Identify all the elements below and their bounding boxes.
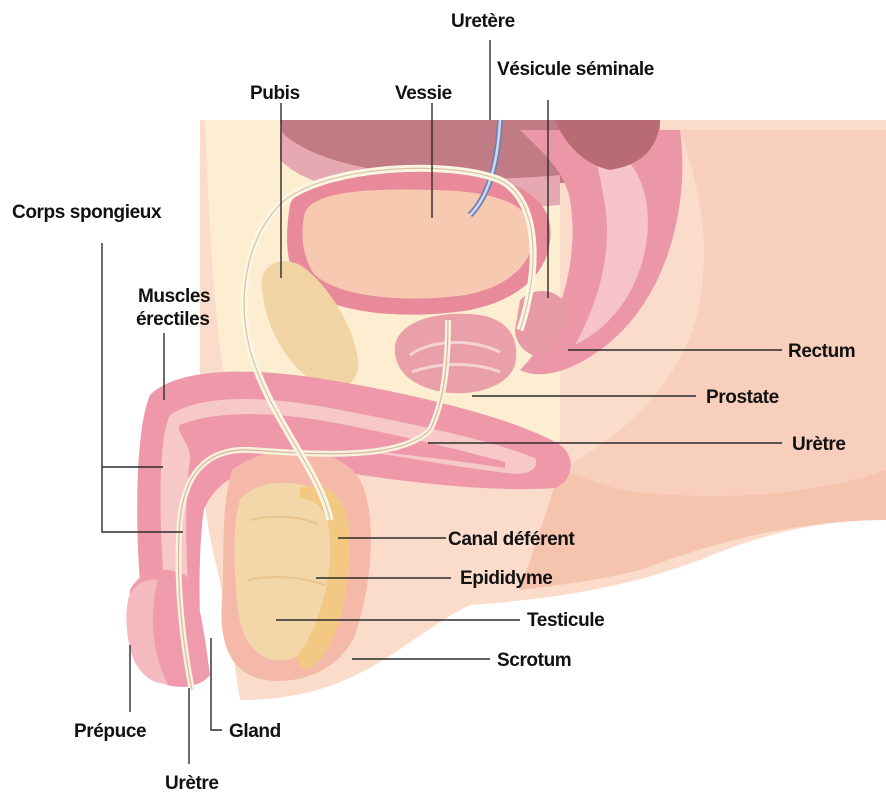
bladder-lumen xyxy=(302,190,533,299)
anatomy-illustration xyxy=(126,120,886,700)
label-erectiles: érectiles xyxy=(136,309,210,330)
label-prostate: Prostate xyxy=(706,387,779,408)
label-gland: Gland xyxy=(229,721,281,742)
label-prepuce: Prépuce xyxy=(74,721,146,742)
label-vesicule-seminale: Vésicule séminale xyxy=(497,59,654,80)
label-uretere: Uretère xyxy=(451,11,515,32)
label-corps-spongieux: Corps spongieux xyxy=(12,202,162,223)
label-canal-deferent: Canal déférent xyxy=(448,529,575,550)
leader-gland xyxy=(211,638,222,730)
label-uretre-bottom: Urètre xyxy=(165,773,219,794)
label-uretre-right: Urètre xyxy=(792,434,846,455)
label-scrotum: Scrotum xyxy=(497,650,571,671)
label-testicule: Testicule xyxy=(527,610,604,631)
label-epididyme: Epididyme xyxy=(460,568,552,589)
label-rectum: Rectum xyxy=(788,341,855,362)
label-pubis: Pubis xyxy=(250,83,300,104)
label-vessie: Vessie xyxy=(395,83,452,104)
label-muscles: Muscles xyxy=(138,286,210,307)
